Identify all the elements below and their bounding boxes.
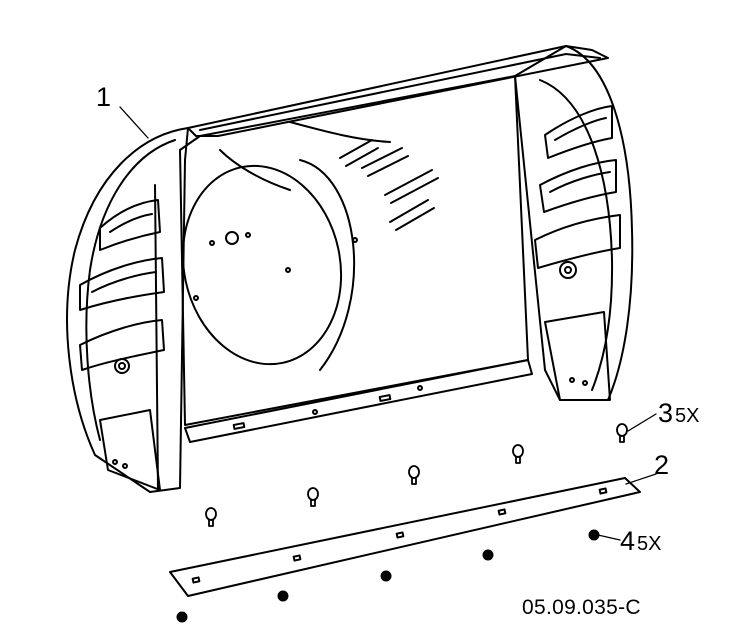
carriage-bolt (512, 444, 524, 464)
right-vent-3 (534, 214, 621, 269)
left-vent-2 (79, 257, 165, 311)
right-side-shell (514, 45, 634, 401)
housing-back-panel (179, 75, 529, 426)
right-foot (544, 311, 611, 401)
carriage-bolt (616, 423, 628, 443)
left-vent-3 (79, 319, 165, 371)
left-vent-1 (99, 199, 161, 251)
left-side-shell (66, 127, 189, 493)
callout-number: 1 (96, 82, 112, 112)
callout-part-2: 2 (654, 452, 669, 479)
callout-part-1: 1 (96, 84, 111, 111)
hex-nut (277, 590, 289, 602)
carriage-bolt (205, 507, 217, 527)
hex-nut (588, 529, 600, 541)
callout-number: 4 (620, 526, 636, 556)
right-vent-1 (544, 105, 613, 159)
callout-number: 3 (658, 398, 674, 428)
housing-bottom-lip (184, 359, 533, 443)
hex-nut (482, 549, 494, 561)
hex-nuts (176, 529, 600, 623)
carriage-bolts (205, 423, 628, 527)
carriage-bolt (307, 487, 319, 507)
drive-shaft-hole (225, 231, 239, 245)
drawing-code: 05.09.035-C (522, 596, 641, 619)
callout-quantity: 5X (637, 533, 662, 555)
housing-assembly (66, 45, 634, 493)
left-foot (99, 409, 161, 491)
impeller-housing-ring (181, 164, 343, 366)
callout-number: 2 (654, 450, 670, 480)
leader-lines (119, 106, 657, 541)
right-vent-2 (539, 159, 617, 213)
hex-nut (380, 570, 392, 582)
carriage-bolt (408, 465, 420, 485)
hex-nut (176, 611, 188, 623)
scraper-bar (169, 477, 641, 597)
callout-quantity: 5X (675, 405, 700, 427)
